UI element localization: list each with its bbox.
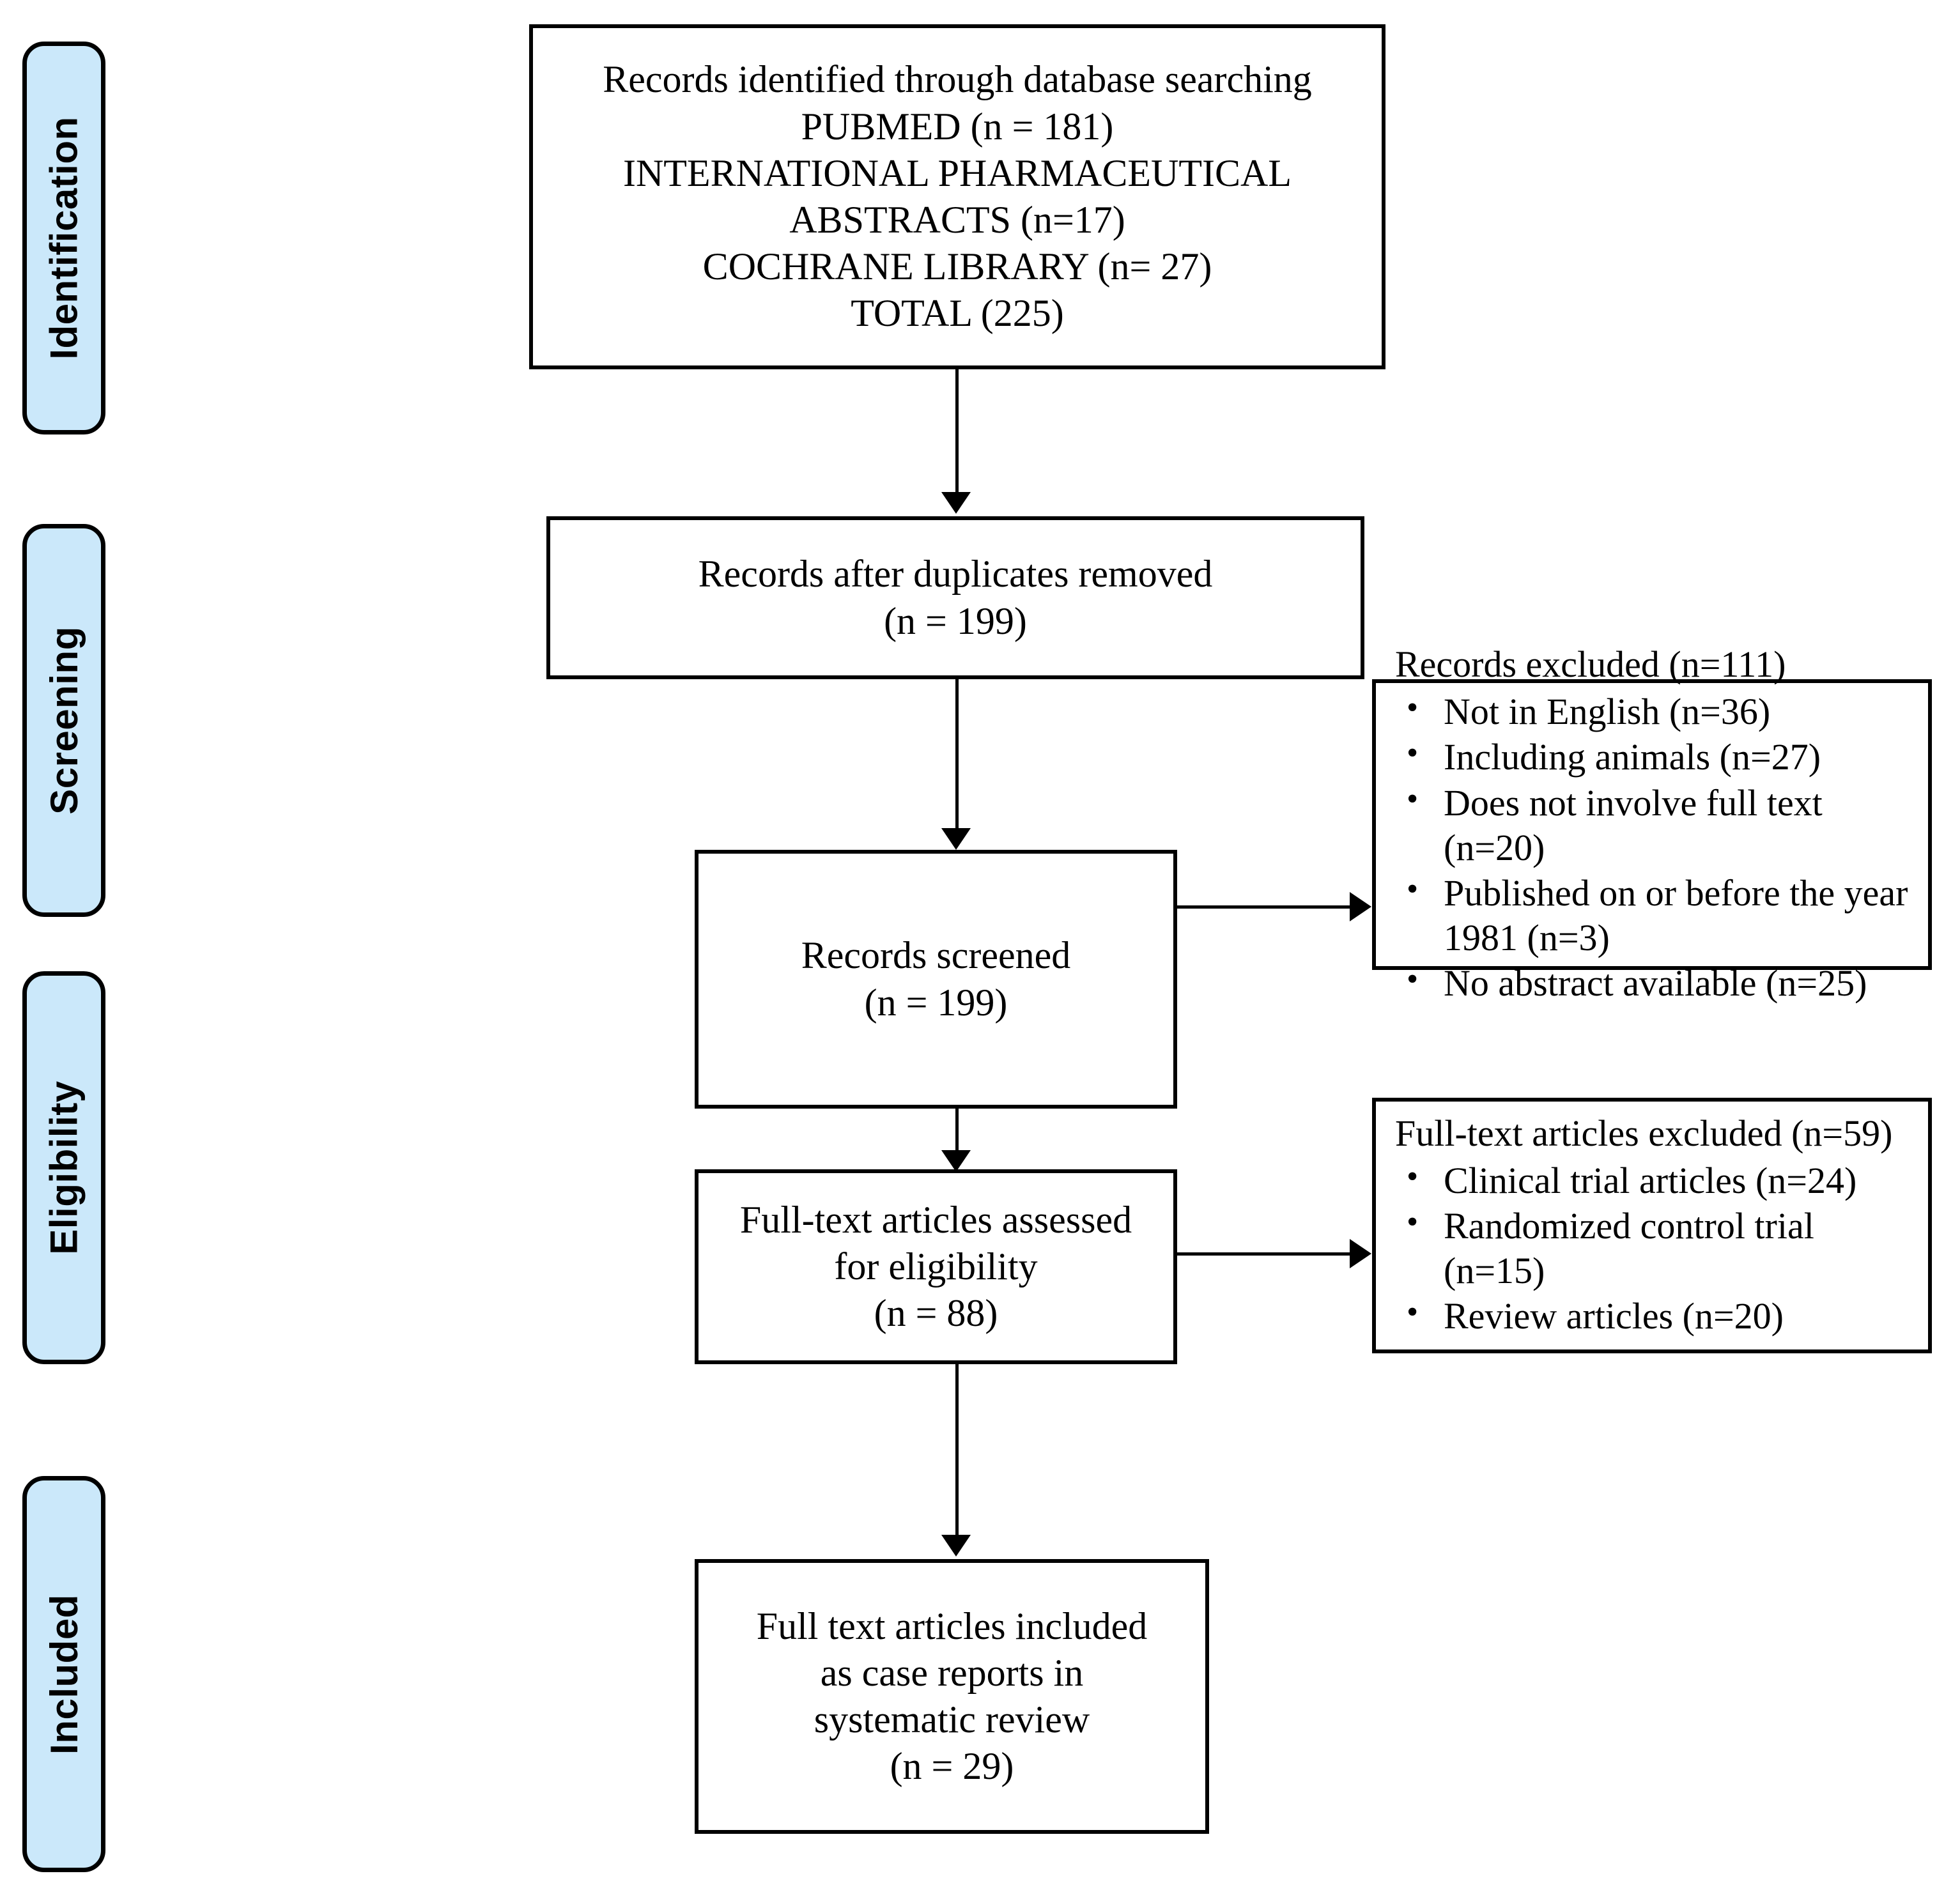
list-item: Does not involve full text (n=20): [1407, 780, 1917, 870]
arrowhead-duplicates-to-screened: [941, 828, 971, 850]
connector-duplicates-to-screened: [955, 679, 959, 829]
arrowhead-assessed-to-fulltext-excluded: [1350, 1239, 1371, 1268]
stage-label-screening: Screening: [42, 626, 86, 815]
list-item: No abstract available (n=25): [1407, 960, 1917, 1006]
connector-screened-to-records-excluded: [1177, 905, 1351, 909]
arrowhead-identified-to-duplicates: [941, 492, 971, 514]
box-records-excluded-title: Records excluded (n=111): [1395, 643, 1786, 686]
stage-label-included: Included: [42, 1594, 86, 1755]
stage-tab-included: Included: [22, 1476, 105, 1872]
stage-label-eligibility: Eligibility: [42, 1080, 86, 1255]
box-fulltext-assessed-text: Full-text articles assessed for eligibil…: [739, 1198, 1132, 1335]
box-records-identified-text: Records identified through database sear…: [603, 58, 1312, 335]
box-fulltext-excluded-title: Full-text articles excluded (n=59): [1395, 1112, 1893, 1155]
box-records-screened: Records screened (n = 199): [695, 850, 1177, 1109]
connector-screened-to-assessed: [955, 1109, 959, 1153]
list-item: Not in English (n=36): [1407, 688, 1917, 734]
box-records-after-duplicates: Records after duplicates removed (n = 19…: [546, 516, 1364, 679]
box-records-identified: Records identified through database sear…: [529, 24, 1385, 369]
stage-label-identification: Identification: [42, 116, 86, 360]
box-fulltext-included-text: Full text articles included as case repo…: [756, 1604, 1148, 1788]
connector-identified-to-duplicates: [955, 369, 959, 494]
fulltext-excluded-list: Clinical trial articles (n=24) Randomize…: [1395, 1157, 1917, 1340]
list-item: Including animals (n=27): [1407, 734, 1917, 780]
list-item: Randomized control trial (n=15): [1407, 1203, 1917, 1293]
records-excluded-list: Not in English (n=36) Including animals …: [1395, 688, 1917, 1007]
list-item: Clinical trial articles (n=24): [1407, 1157, 1917, 1203]
connector-assessed-to-fulltext-excluded: [1177, 1252, 1351, 1256]
stage-tab-identification: Identification: [22, 42, 105, 434]
box-records-excluded: Records excluded (n=111) Not in English …: [1372, 643, 1932, 1004]
stage-tab-eligibility: Eligibility: [22, 971, 105, 1364]
box-records-screened-text: Records screened (n = 199): [801, 934, 1071, 1024]
arrowhead-screened-to-assessed: [941, 1150, 971, 1172]
box-fulltext-excluded: Full-text articles excluded (n=59) Clini…: [1372, 1098, 1932, 1353]
box-fulltext-included: Full text articles included as case repo…: [695, 1559, 1209, 1834]
list-item: Review articles (n=20): [1407, 1293, 1917, 1339]
arrowhead-assessed-to-included: [941, 1535, 971, 1557]
list-item: Published on or before the year 1981 (n=…: [1407, 870, 1917, 960]
box-fulltext-assessed: Full-text articles assessed for eligibil…: [695, 1169, 1177, 1364]
box-records-after-duplicates-text: Records after duplicates removed (n = 19…: [698, 553, 1213, 642]
arrowhead-screened-to-records-excluded: [1350, 892, 1371, 921]
connector-assessed-to-included: [955, 1364, 959, 1537]
stage-tab-screening: Screening: [22, 524, 105, 917]
